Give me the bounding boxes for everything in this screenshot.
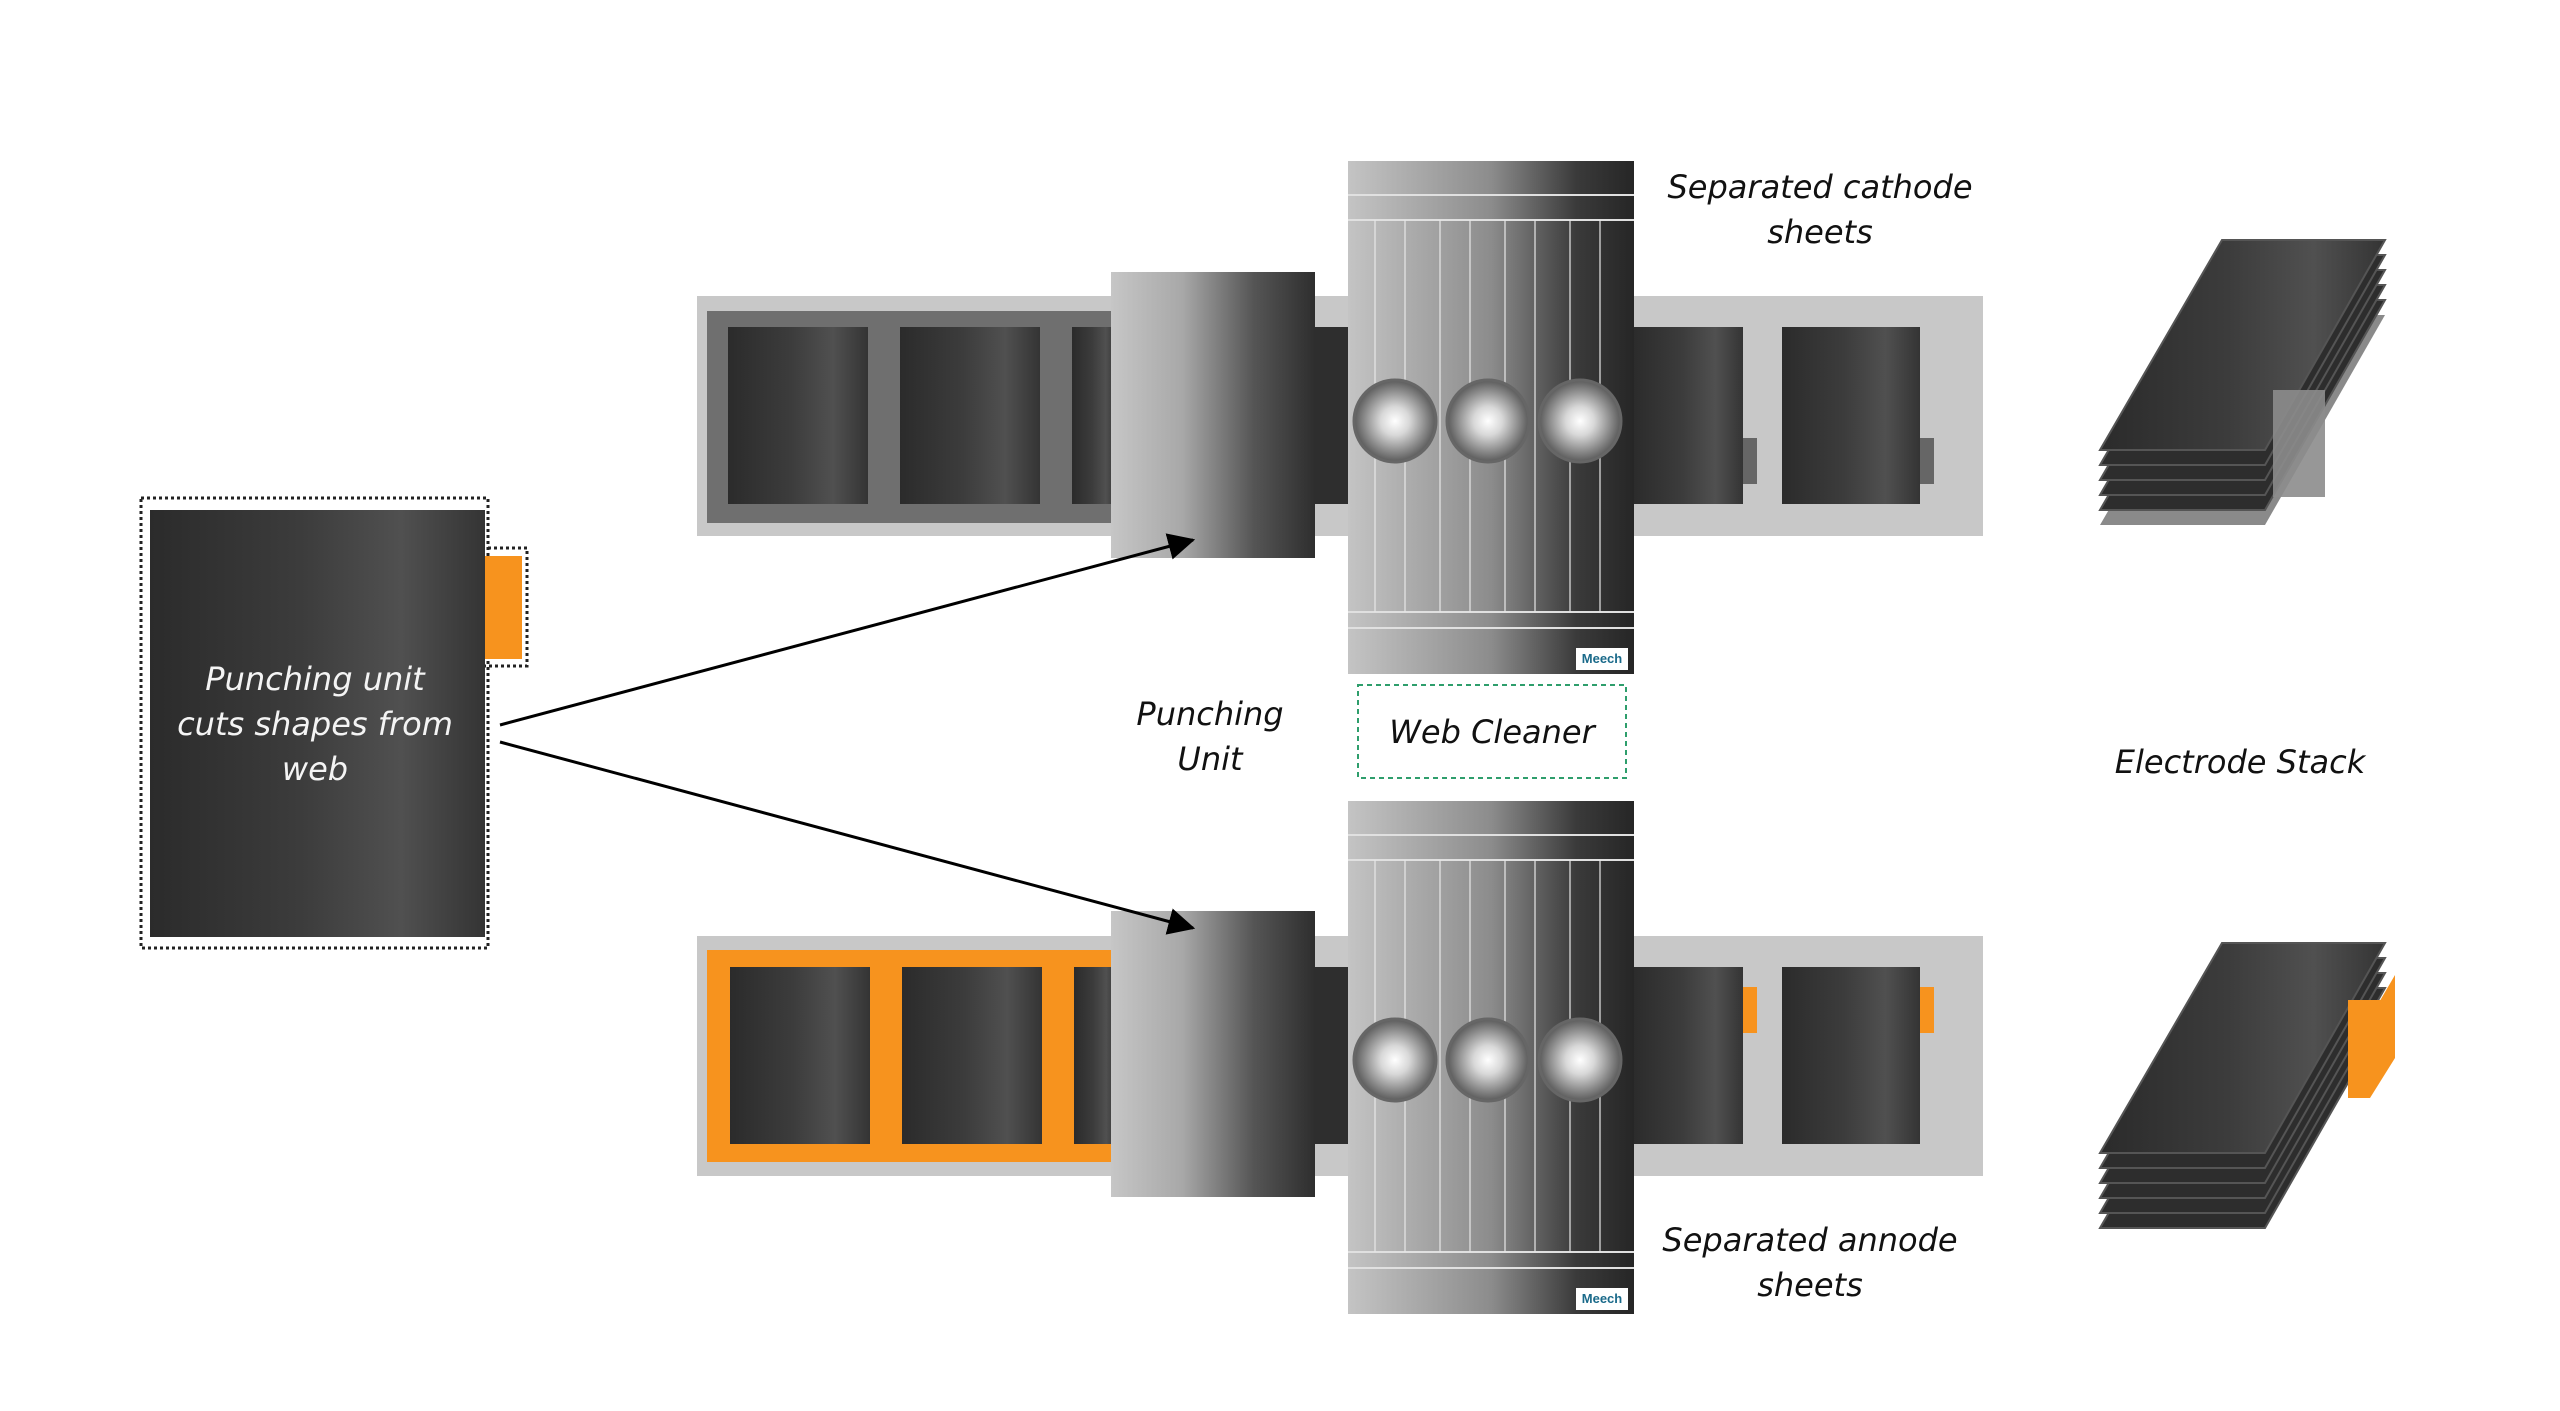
anode-sheet-tab-1 [1743,987,1757,1033]
punching-unit-line-2: Unit [1177,740,1243,778]
anode-web-strip [1310,967,1355,1144]
roller-3 [1537,378,1623,464]
cathode-electrode-stack [2098,239,2387,525]
cathode-punching-unit [1111,272,1315,558]
electrode-sheet-cutout [150,510,485,937]
punched-shape-detail [139,496,529,950]
arrow-to-anode-punch [499,740,1196,935]
meech-logo-badge-2 [1576,1288,1628,1310]
electrode-stack-text: Electrode Stack [2114,743,2366,781]
roller-4 [1352,1017,1438,1103]
anode-separated-sheet-2 [1782,967,1920,1144]
cathode-web-strip [1310,327,1355,504]
anode-sheet-tab-2 [1920,987,1934,1033]
cathode-sheet-2 [900,327,1040,504]
shape-outline-dotted [139,496,490,950]
cathode-sheet-tab-1 [1743,438,1757,484]
annode-label-line-2: sheets [1757,1266,1863,1304]
meech-logo-badge [1576,648,1628,670]
roller-1 [1352,378,1438,464]
annode-sheets-label: Separated annode sheets [1650,1218,1970,1308]
punching-detail-line-2: cuts shapes from [177,705,453,743]
anode-electrode-stack [2098,942,2395,1229]
anode-separated-sheet-1 [1633,967,1743,1144]
roller-5 [1445,1017,1531,1103]
meech-logo-text-2: Meech [1582,1291,1623,1306]
annode-label-line-1: Separated annode [1662,1221,1958,1259]
cathode-sheet-3 [1072,327,1117,504]
web-cleaner-label-box [1357,684,1627,779]
electrode-tab-orange [485,556,522,659]
roller-2 [1445,378,1531,464]
cathode-line: Meech [697,161,1983,674]
meech-logo-text: Meech [1582,651,1623,666]
roller-6 [1537,1017,1623,1103]
cathode-label-line-1: Separated cathode [1667,168,1973,206]
cathode-web-cleaner: Meech [1348,161,1634,674]
cathode-separated-sheet-2 [1782,327,1920,504]
anode-web-cleaner: Meech [1348,801,1634,1314]
anode-sheet-2 [902,967,1042,1144]
punching-unit-label: Punching Unit [1100,692,1320,782]
cathode-sheet-tab-2 [1920,438,1934,484]
punching-unit-line-1: Punching [1136,695,1284,733]
cathode-separated-sheet-1 [1633,327,1743,504]
web-cleaner-label: Web Cleaner [1358,710,1626,755]
punching-detail-line-1: Punching unit [205,660,425,698]
cathode-sheets-label: Separated cathode sheets [1660,165,1980,255]
anode-sheet-1 [730,967,870,1144]
anode-line: Meech [697,801,1983,1314]
cathode-sheet-1 [728,327,868,504]
arrow-to-cathode-punch [499,533,1196,727]
electrode-stack-label: Electrode Stack [2090,740,2390,785]
punching-detail-line-3: web [281,750,349,788]
anode-sheet-3 [1074,967,1117,1144]
anode-punching-unit [1111,911,1315,1197]
punching-detail-label: Punching unit cuts shapes from web [160,657,470,792]
web-cleaner-text: Web Cleaner [1389,713,1595,751]
cathode-label-line-2: sheets [1767,213,1873,251]
